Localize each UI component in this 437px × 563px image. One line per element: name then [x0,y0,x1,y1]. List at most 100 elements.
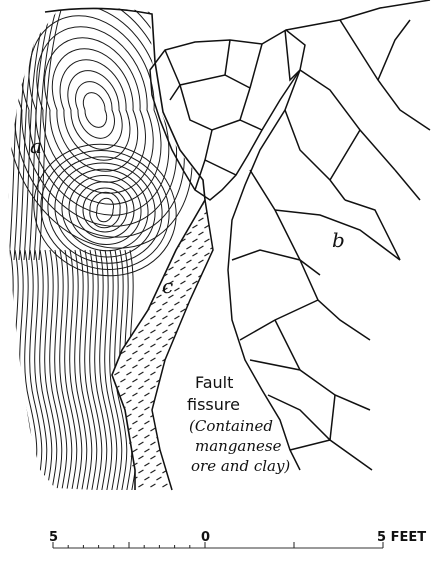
clay-dash [132,379,137,382]
clay-dash [132,351,137,354]
clay-dash [108,351,113,354]
boulder-joint [225,40,230,75]
clay-dash [138,470,143,473]
boulder-joint [205,160,236,175]
block-b-outline [286,0,430,30]
clay-dash [180,197,185,200]
joint [232,250,320,275]
fold-contour [76,82,115,139]
clay-dash [168,491,173,494]
clay-dash [192,309,197,312]
clay-dash [192,295,197,298]
clay-dash [150,358,155,361]
clay-dash [174,260,179,263]
clay-dash [192,477,197,480]
clay-dash [150,288,155,291]
clay-dash [216,323,221,326]
clay-dash [108,449,113,452]
clay-dash [174,232,179,235]
clay-dash [162,260,167,263]
clay-dash [114,484,119,487]
clay-dash [192,323,197,326]
clay-dash [216,351,221,354]
annotation-line-3: (Contained [189,417,273,435]
clay-dash [174,428,179,431]
clay-dash [162,400,167,403]
clay-dash [138,274,143,277]
clay-dash [210,330,215,333]
boulder-joint [285,30,300,80]
clay-dash [138,302,143,305]
clay-dash [168,435,173,438]
clay-dash [126,470,131,473]
clay-dash [144,281,149,284]
clay-dash [168,393,173,396]
clay-dash [162,428,167,431]
clay-dash [222,260,227,263]
clay-dash [186,218,191,221]
clay-dash [156,239,161,242]
clay-dash [222,484,227,487]
boulder-joint [180,85,250,130]
clay-dash [162,484,167,487]
clay-dash [204,351,209,354]
clay-dash [132,393,137,396]
clay-dash [120,337,125,340]
clay-dash [132,337,137,340]
clay-dash [210,358,215,361]
clay-dash [126,414,131,417]
clay-dash [180,463,185,466]
clay-dash [180,393,185,396]
clay-dash [180,379,185,382]
clay-dash [198,288,203,291]
clay-dash [198,484,203,487]
clay-dash [168,463,173,466]
clay-dash [132,323,137,326]
clay-dash [210,484,215,487]
clay-dash [144,435,149,438]
clay-dash [144,463,149,466]
joint [345,200,400,260]
clay-dash [216,253,221,256]
clay-dash [216,309,221,312]
clay-dash [186,246,191,249]
clay-dash [198,232,203,235]
stratum-line [5,250,17,495]
clay-dash [210,344,215,347]
fold-contour [96,198,113,222]
clay-dash [180,491,185,494]
clay-dash [150,316,155,319]
clay-dash [180,295,185,298]
clay-dash [216,295,221,298]
clay-dash [198,302,203,305]
clay-dash [162,302,167,305]
clay-dash [216,239,221,242]
clay-dash [210,260,215,263]
clay-dash [126,288,131,291]
clay-dash [174,484,179,487]
clay-dash [192,267,197,270]
clay-dash [210,204,215,207]
clay-dash [222,246,227,249]
clay-dash [216,197,221,200]
clay-dash [144,393,149,396]
clay-dash [192,365,197,368]
clay-dash [168,365,173,368]
clay-dash [144,491,149,494]
clay-dash [198,218,203,221]
clay-dash [180,211,185,214]
joint [340,20,430,130]
clay-dash [174,302,179,305]
clay-dash [174,386,179,389]
clay-dash [198,358,203,361]
clay-dash [216,491,221,494]
clay-dash [168,449,173,452]
joint [290,440,330,450]
clay-dash [138,330,143,333]
clay-dash [204,337,209,340]
clay-dash [144,365,149,368]
boulder-joint [165,50,180,100]
clay-dash [138,484,143,487]
clay-dash [180,365,185,368]
clay-dash [144,421,149,424]
